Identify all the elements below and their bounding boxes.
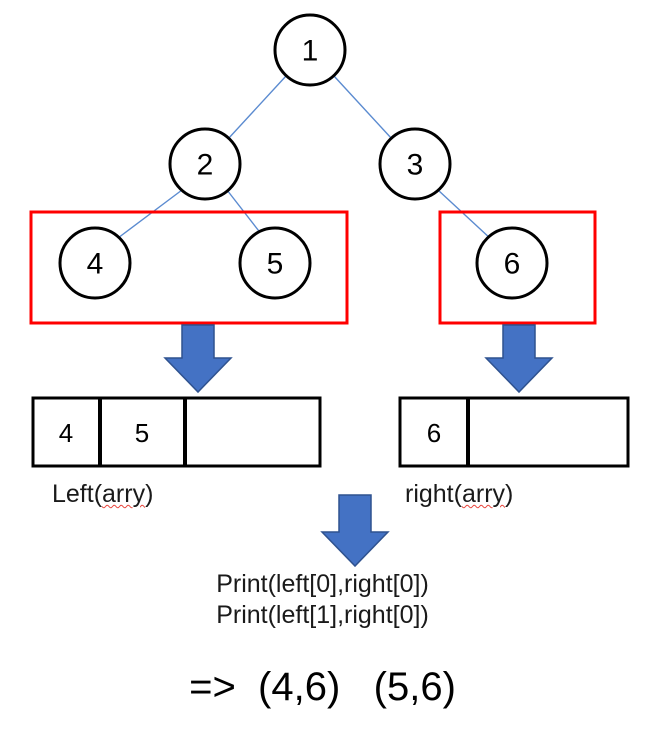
tree-node-4: 4	[58, 226, 132, 300]
arrays-to-print-arrow	[320, 494, 390, 568]
print-statement-2: Print(left[1],right[0])	[216, 601, 429, 629]
print-statement-1: Print(left[0],right[0])	[216, 570, 429, 598]
left-array-cell-1-value: 5	[135, 418, 149, 448]
edge-2-4	[117, 189, 183, 239]
tree-node-6: 6	[475, 226, 549, 300]
edge-1-2	[227, 75, 287, 140]
left-array-caption: Left(arry)	[52, 482, 153, 507]
tree-node-3-label: 3	[407, 149, 424, 182]
tree-node-5: 5	[238, 226, 312, 300]
left-array: 4 5	[31, 396, 322, 468]
right-array: 6	[398, 396, 630, 468]
right-array-caption-prefix: right(	[405, 480, 462, 508]
tree-node-1-label: 1	[302, 35, 319, 68]
right-array-outline	[398, 396, 630, 468]
left-array-cell-0-value: 4	[59, 418, 73, 448]
right-leaves-box	[438, 210, 597, 325]
left-array-caption-prefix: Left(	[52, 480, 103, 508]
right-array-caption-flagged-word: arry	[461, 480, 506, 508]
right-array-caption-suffix: )	[505, 480, 514, 508]
left-leaves-box	[29, 210, 349, 325]
tree-node-4-label: 4	[87, 248, 104, 281]
right-array-caption: right(arry)	[405, 482, 513, 507]
tree-node-6-label: 6	[504, 248, 521, 281]
left-array-caption-suffix: )	[145, 480, 154, 508]
tree-nodes: 1 2 3 4 5 6	[58, 13, 549, 300]
highlight-boxes	[29, 210, 597, 325]
left-box-to-left-array-arrow	[163, 324, 233, 394]
tree-node-1: 1	[273, 13, 347, 87]
tree-node-2: 2	[168, 127, 242, 201]
flow-arrows	[163, 324, 554, 568]
tree-edges	[117, 75, 493, 241]
edge-1-3	[333, 75, 393, 140]
tree-node-2-label: 2	[197, 149, 214, 182]
right-box-to-right-array-arrow	[484, 324, 554, 394]
edge-3-6	[437, 189, 493, 241]
left-array-caption-flagged-word: arry	[102, 480, 146, 508]
tree-node-3: 3	[378, 127, 452, 201]
result-output: => (4,6) (5,6)	[189, 665, 456, 709]
tree-node-5-label: 5	[267, 248, 284, 281]
left-array-outline	[31, 396, 322, 468]
right-array-cell-0-value: 6	[427, 418, 441, 448]
